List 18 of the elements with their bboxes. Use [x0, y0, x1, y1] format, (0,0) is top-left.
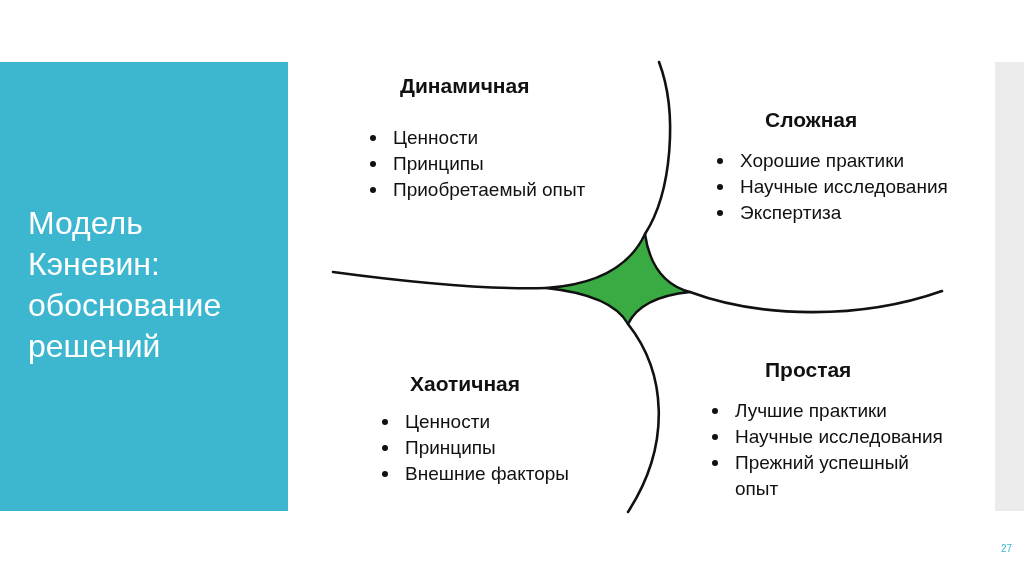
bullet-item: Внешние факторы	[380, 461, 615, 487]
bullet-item: Экспертиза	[715, 200, 970, 226]
bullet-item: Приобретаемый опыт	[368, 177, 633, 203]
slide-title: Модель Кэневин: обоснование решений	[28, 204, 223, 366]
bullet-item: Научные исследования	[715, 174, 970, 200]
domain-heading: Хаотичная	[410, 372, 520, 396]
page-number: 27	[1001, 543, 1013, 555]
bullet-item: Принципы	[368, 151, 633, 177]
bullet-item: Хорошие практики	[715, 148, 970, 174]
bullet-item: Прежний успешный опыт	[710, 450, 953, 502]
bullet-item: Лучшие практики	[710, 398, 953, 424]
bullet-item: Ценности	[380, 409, 615, 435]
domain-heading: Сложная	[765, 108, 858, 132]
domain-heading: Динамичная	[400, 74, 530, 98]
domain-heading: Простая	[765, 358, 852, 382]
bullet-item: Научные исследования	[710, 424, 953, 450]
bullet-item: Ценности	[368, 125, 633, 151]
bullet-item: Принципы	[380, 435, 615, 461]
